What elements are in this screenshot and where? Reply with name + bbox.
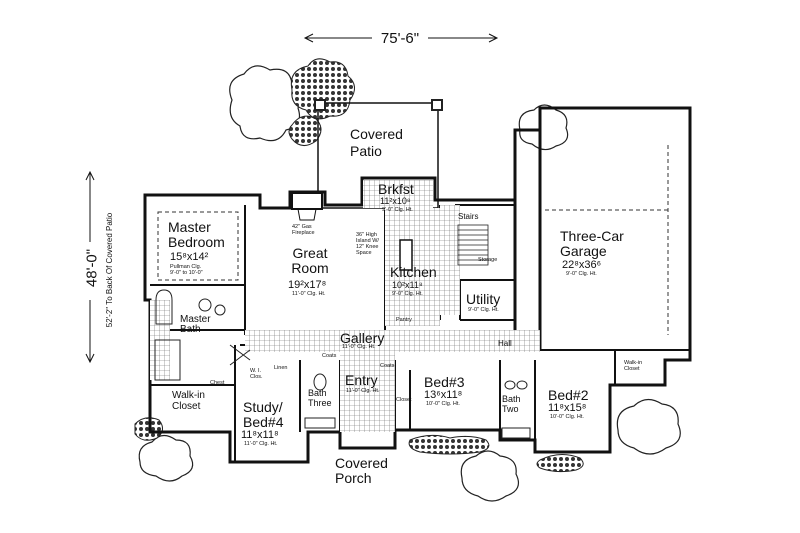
coats-label: Coats	[322, 353, 337, 359]
master-bedroom-size: 15⁸x14²	[170, 251, 209, 263]
brkfst-ceiling: 9'-0" Clg. Ht.	[382, 207, 413, 213]
study-name: Study/ Bed#4	[243, 399, 284, 430]
walk-in-closet-2-label: Walk-in Closet	[624, 360, 643, 372]
coats-label-2: Coats	[380, 363, 395, 369]
gallery-ceiling: 11'-0" Clg. Ht.	[342, 344, 376, 350]
great-room-ceiling: 11'-0" Clg. Ht.	[292, 291, 326, 297]
garage-name: Three-Car Garage	[560, 228, 624, 259]
kitchen-ceiling: 9'-0" Clg. Ht.	[392, 291, 423, 297]
covered-patio-label: Covered Patio	[350, 126, 403, 159]
depth-dimension-line	[85, 170, 95, 364]
utility-name: Utility	[466, 291, 501, 307]
study-ceiling: 11'-0" Clg. Ht.	[244, 441, 278, 447]
entry-name: Entry	[345, 372, 378, 388]
overall-width-label: 75'-6"	[380, 30, 420, 47]
kitchen-size: 10²x11⁸	[392, 280, 423, 290]
stairs-symbol	[457, 224, 489, 266]
walk-in-closet-label: Walk-in Closet	[172, 390, 205, 412]
bath-fixtures	[154, 289, 531, 439]
wi-closet-label: W. I. Clos.	[250, 368, 263, 380]
master-bath-label: Master Bath	[180, 314, 211, 335]
island-label: 36" High Island W/ 12" Knee Space	[356, 232, 379, 256]
utility-ceiling: 9'-0" Clg. Ht.	[468, 307, 499, 313]
bed3-size: 13⁶x11⁸	[424, 389, 463, 401]
storage-label: Storage	[478, 257, 498, 263]
overall-depth-label: 48'-0"	[83, 248, 101, 288]
study-size: 11⁸x11⁸	[241, 429, 279, 441]
bed3-ceiling: 10'-0" Clg. Ht.	[426, 401, 460, 407]
bed2-size: 11⁸x15⁸	[548, 402, 587, 414]
brkfst-name: Brkfst	[378, 181, 414, 197]
exterior-walls	[143, 106, 692, 464]
width-dimension-line	[303, 33, 499, 43]
bed2-name: Bed#2	[548, 387, 589, 403]
kitchen-name: Kitchen	[390, 264, 437, 280]
bed3-name: Bed#3	[424, 374, 465, 390]
chest-label: Chest	[210, 380, 225, 386]
covered-porch-label: Covered Porch	[335, 455, 388, 486]
fireplace-symbol	[291, 192, 323, 221]
master-bedroom-name: Master Bedroom	[168, 219, 225, 250]
brkfst-size: 11²x10⁸	[380, 196, 411, 206]
landscaping	[134, 58, 681, 502]
garage-size: 22⁸x36⁶	[562, 259, 602, 271]
garage-ceiling: 9'-0" Clg. Ht.	[566, 271, 597, 277]
great-room-name: Great Room	[291, 245, 329, 276]
entry-ceiling: 11'-0" Clg. Ht.	[346, 388, 380, 394]
pullman-ceiling-outline	[157, 211, 239, 281]
linen-label: Linen	[274, 365, 288, 371]
bath-three-label: Bath Three	[308, 388, 332, 408]
depth-note-label: 52'-2" To Back Of Covered Patio	[105, 212, 114, 328]
bed2-ceiling: 10'-0" Clg. Ht.	[550, 414, 584, 420]
pantry-label: Pantry	[396, 317, 412, 323]
great-room-size: 19²x17⁸	[288, 279, 327, 291]
kitchen-island	[399, 239, 413, 271]
bath-two-label: Bath Two	[502, 394, 521, 414]
hall-label: Hall	[498, 339, 512, 348]
gallery-name: Gallery	[340, 330, 385, 346]
master-bedroom-ceiling: Pullman Clg. 9'-0" to 10'-0"	[170, 264, 203, 276]
fireplace-label: 42" Gas Fireplace	[292, 224, 315, 236]
closet-label: Closet	[396, 397, 412, 403]
stairs-label: Stairs	[458, 212, 479, 221]
